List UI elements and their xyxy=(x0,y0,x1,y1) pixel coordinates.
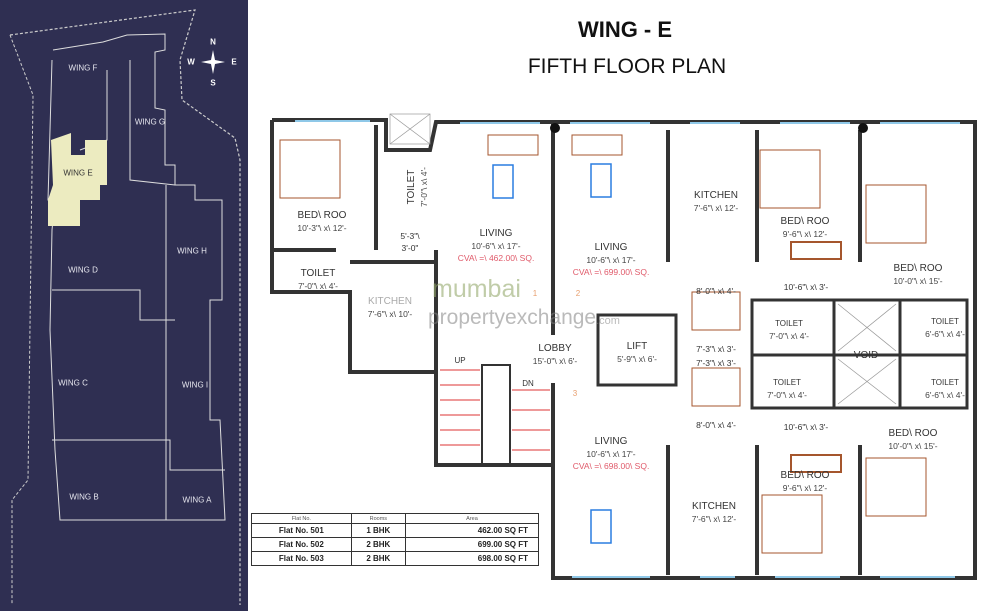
marker-1: 1 xyxy=(532,289,538,298)
dining-dimension: 8'-0"\ x\ 4'- xyxy=(696,420,736,430)
marker-3: 3 xyxy=(572,389,578,398)
dining-dimension: 8'-0"\ x\ 4'- xyxy=(696,286,736,296)
site-plan: N S E W WING F WING G WING E WING D WING… xyxy=(0,0,248,611)
site-plan-outline xyxy=(9,9,241,605)
header-area: Area xyxy=(404,513,540,524)
wing-e-highlight xyxy=(48,133,107,226)
watermark-domain: propertyexchange.com xyxy=(428,306,620,329)
compass-e: E xyxy=(231,57,237,67)
wing-g-label: WING G xyxy=(134,117,166,127)
passage-dimension: 5'-3"\3'-0" xyxy=(400,231,420,253)
passage-dimension: 7'-3"\ x\ 3'- xyxy=(696,358,736,368)
marker-2: 2 xyxy=(575,289,581,298)
wing-h-label: WING H xyxy=(177,246,207,256)
compass-n: N xyxy=(210,37,216,47)
page-title: WING - E xyxy=(577,17,673,42)
passage-dimension: 10'-6"\ x\ 3'- xyxy=(783,282,829,292)
column-markers xyxy=(550,123,868,133)
stair-down-label: DN xyxy=(522,379,534,388)
wing-b-label: WING B xyxy=(69,492,99,502)
compass-s: S xyxy=(210,78,216,88)
wing-d-label: WING D xyxy=(68,265,98,275)
wing-c-label: WING C xyxy=(58,378,88,388)
compass-icon xyxy=(201,50,225,74)
wing-a-label: WING A xyxy=(182,495,212,505)
wing-e-label: WING E xyxy=(63,168,93,178)
passage-dimension: 10'-6"\ x\ 3'- xyxy=(783,422,829,432)
header-rooms: Rooms xyxy=(350,513,406,524)
wing-i-label: WING I xyxy=(181,380,209,390)
stair-up-label: UP xyxy=(454,356,466,365)
compass-w: W xyxy=(187,57,195,67)
header-flat-no: Flat No. xyxy=(251,513,352,524)
wing-f-label: WING F xyxy=(68,63,98,73)
passage-dimension: 7'-3"\ x\ 3'- xyxy=(696,344,736,354)
room-label-void: VOID xyxy=(853,350,879,361)
page-subtitle: FIFTH FLOOR PLAN xyxy=(527,55,727,78)
table-header: Flat No. Rooms Area xyxy=(251,513,540,524)
